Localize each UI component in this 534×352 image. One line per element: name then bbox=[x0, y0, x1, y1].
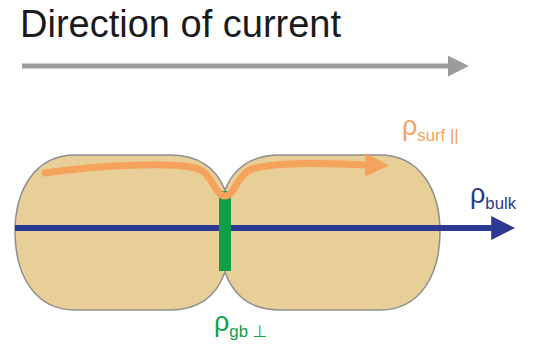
grain-boundary bbox=[219, 191, 231, 271]
grain-pair bbox=[15, 155, 440, 310]
bulk-path bbox=[15, 225, 496, 231]
direction-label: Direction of current bbox=[20, 4, 341, 46]
current-arrow bbox=[22, 64, 452, 69]
surface-resistivity-label: ρsurf || bbox=[402, 112, 459, 145]
boundary-resistivity-label: ρgb ⊥ bbox=[214, 308, 267, 341]
surface-path bbox=[45, 164, 370, 197]
bulk-resistivity-label: ρbulk bbox=[470, 180, 516, 213]
